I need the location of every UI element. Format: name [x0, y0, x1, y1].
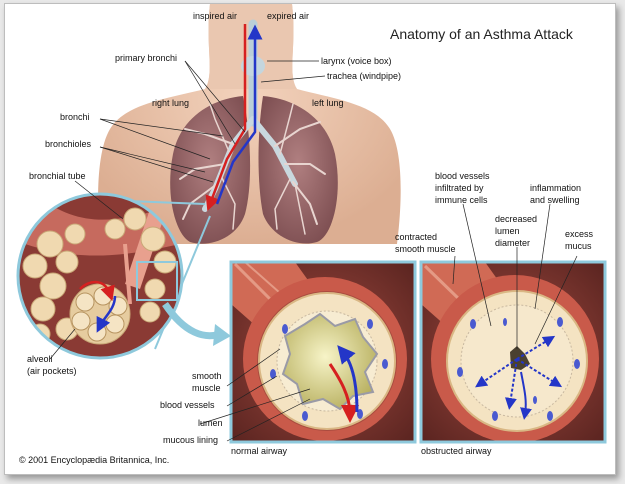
- label-bronchioles: bronchioles: [45, 139, 92, 149]
- label-inspired-air: inspired air: [193, 11, 237, 21]
- larynx-shape: [241, 56, 265, 76]
- label-decreased-1: decreased: [495, 214, 537, 224]
- label-lumen: lumen: [198, 418, 223, 428]
- label-infiltrated-3: immune cells: [435, 195, 488, 205]
- label-infiltrated-1: blood vessels: [435, 171, 490, 181]
- label-right-lung: right lung: [152, 98, 189, 108]
- label-infiltrated-2: infiltrated by: [435, 183, 484, 193]
- caption-normal-airway: normal airway: [231, 446, 288, 456]
- expired-air-arrow: [215, 24, 263, 205]
- asthma-illustration: Anatomy of an Asthma Attack: [16, 4, 607, 465]
- label-bronchial-tube: bronchial tube: [29, 171, 86, 181]
- label-excess: excess: [565, 229, 594, 239]
- label-contracted: contracted: [395, 232, 437, 242]
- label-primary-bronchi: primary bronchi: [115, 53, 177, 63]
- label-expired-air: expired air: [267, 11, 309, 21]
- label-mucous-lining: mucous lining: [163, 435, 218, 445]
- label-larynx: larynx (voice box): [321, 56, 392, 66]
- copyright-notice: © 2001 Encyclopædia Britannica, Inc.: [19, 455, 169, 465]
- label-blood-vessels: blood vessels: [160, 400, 215, 410]
- label-alveoli: alveoli: [27, 354, 53, 364]
- label-air-pockets: (air pockets): [27, 366, 77, 376]
- label-inflammation-2: and swelling: [530, 195, 580, 205]
- alveoli-magnifier: [16, 192, 231, 360]
- alveolar-sac: [69, 283, 131, 345]
- label-left-lung: left lung: [312, 98, 344, 108]
- label-bronchi: bronchi: [60, 112, 90, 122]
- label-inflammation-1: inflammation: [530, 183, 581, 193]
- label-smooth: smooth: [192, 371, 222, 381]
- obstructed-airway-panel: [419, 260, 607, 444]
- diagram-title: Anatomy of an Asthma Attack: [390, 26, 574, 42]
- label-trachea: trachea (windpipe): [327, 71, 401, 81]
- label-decreased-2: lumen: [495, 226, 520, 236]
- label-decreased-3: diameter: [495, 238, 530, 248]
- label-muscle: muscle: [192, 383, 221, 393]
- right-lung-shape: [170, 96, 251, 244]
- caption-obstructed-airway: obstructed airway: [421, 446, 492, 456]
- label-smooth-muscle-contracted: smooth muscle: [395, 244, 456, 254]
- normal-airway-panel: [229, 260, 417, 444]
- leader-lines: [49, 60, 578, 442]
- label-mucus: mucus: [565, 241, 592, 251]
- diagram-frame: Anatomy of an Asthma Attack: [4, 3, 616, 475]
- inspired-air-arrow: [205, 24, 247, 212]
- left-lung-shape: [258, 96, 338, 244]
